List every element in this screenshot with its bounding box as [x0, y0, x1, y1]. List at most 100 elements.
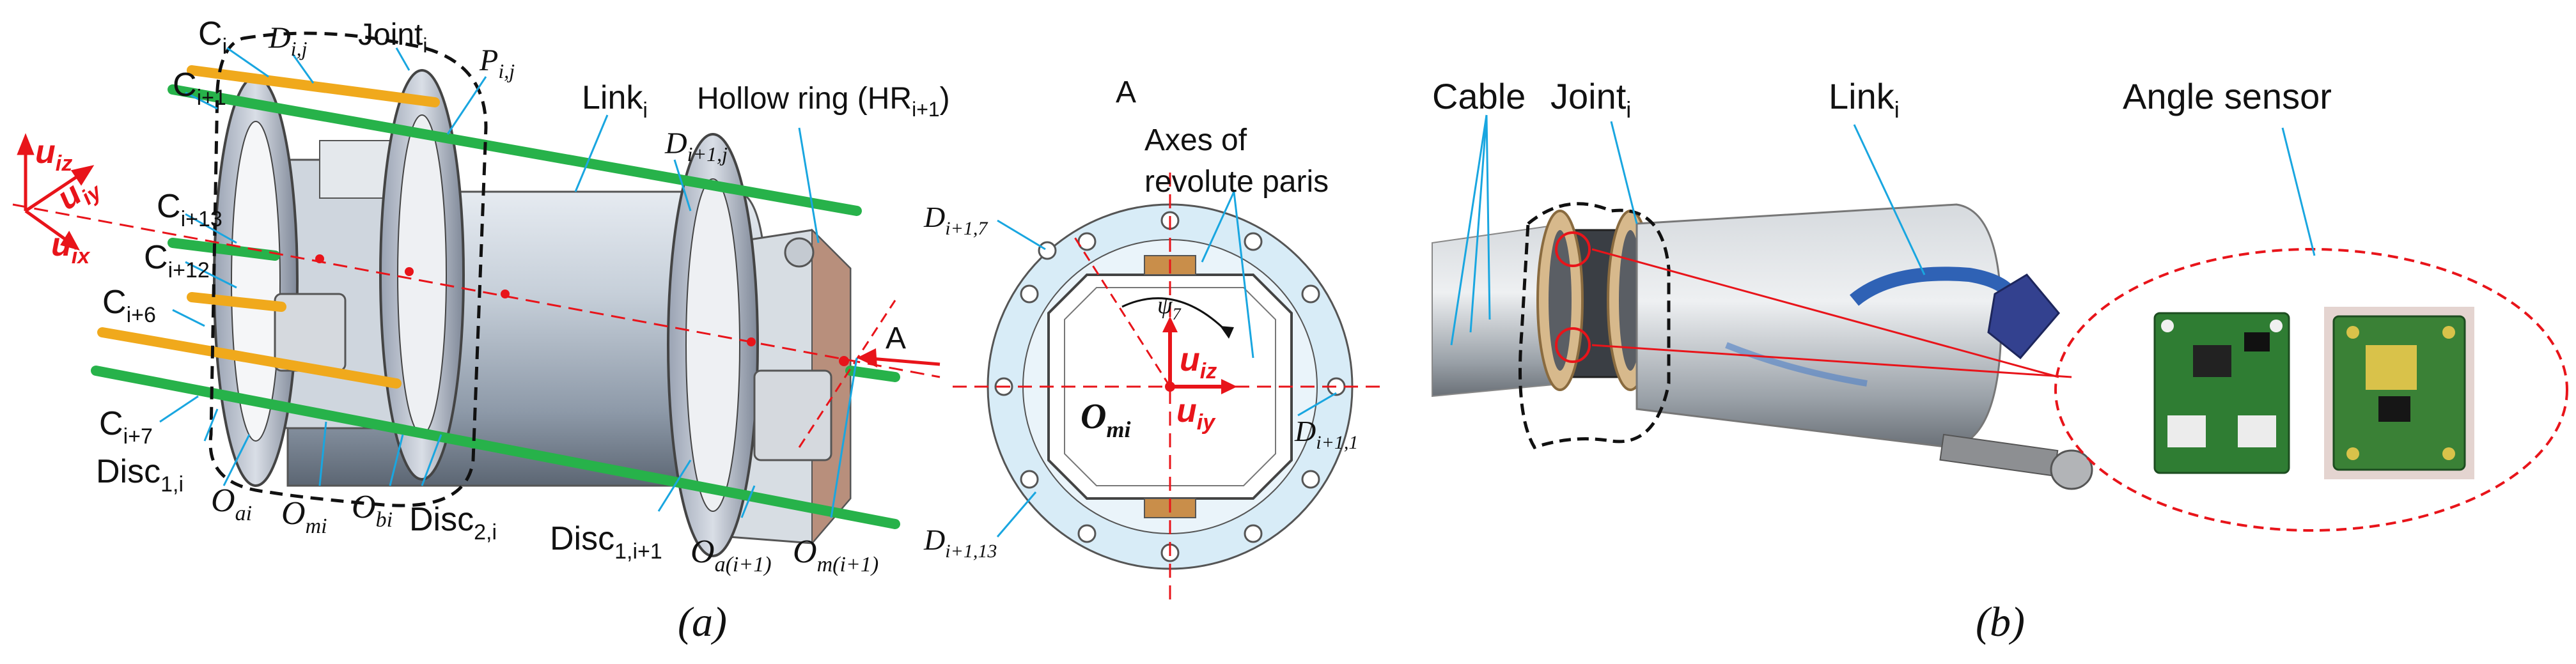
- svg-text:Linki: Linki: [582, 79, 648, 123]
- caption-a: (a): [678, 599, 727, 645]
- label-d-i1j: D: [664, 127, 687, 160]
- svg-text:uix: uix: [51, 226, 91, 268]
- psi-arc: [1121, 297, 1229, 334]
- section-view-labels: A Axes of revolute paris Di+1,7 Di+1,1 D…: [923, 75, 1358, 562]
- axes-label-line2: revolute paris: [1144, 165, 1329, 199]
- svg-text:uiy: uiy: [1176, 392, 1216, 435]
- label-d-ij: D: [268, 21, 291, 55]
- label-joint-i: Joint: [358, 18, 423, 52]
- photo-sensor-circle-2: [1555, 327, 1591, 363]
- svg-text:Omi: Omi: [1081, 397, 1130, 442]
- section-label-u-iz: u: [1180, 341, 1200, 378]
- svg-text:Ci+13: Ci+13: [157, 188, 222, 231]
- svg-text:uiz: uiz: [1180, 341, 1217, 383]
- section-label-o-mi: O: [1081, 397, 1106, 436]
- cable-c-i1: [168, 84, 862, 216]
- label-disc1-i: Disc: [96, 453, 160, 490]
- photo-sensor-circle-1: [1555, 231, 1591, 267]
- hr-connector: [784, 237, 815, 268]
- label-hollow-ring: Hollow ring (HR: [697, 82, 912, 116]
- svg-text:Oa(i+1): Oa(i+1): [691, 534, 772, 576]
- label-cable: Cable: [1432, 76, 1526, 116]
- section-axis: [798, 300, 896, 448]
- svg-text:Disc2,i: Disc2,i: [409, 501, 497, 544]
- label-disc2-i: Disc: [409, 501, 474, 538]
- svg-text:Linki: Linki: [1829, 76, 1900, 123]
- photo-link-cylinder: [1635, 203, 2002, 449]
- label-c-i: C: [198, 15, 222, 52]
- label-c-i12: C: [144, 239, 168, 276]
- section-diagonal: [1073, 236, 1171, 387]
- label-d-i11: D: [1294, 415, 1316, 447]
- joint-boundary: [208, 31, 488, 507]
- label-o-mi: O: [281, 495, 306, 532]
- label-link-i: Link: [582, 79, 643, 116]
- svg-text:uiz: uiz: [35, 134, 72, 176]
- svg-text:Oai: Oai: [211, 483, 252, 525]
- cable-c-i13: [168, 238, 280, 261]
- panel-b-labels: Cable Jointi Linki Angle sensor: [1432, 76, 2332, 123]
- disc-2-i: [379, 69, 465, 481]
- label-psi: ψ: [1157, 292, 1173, 319]
- panel-b-photo: [1432, 114, 2568, 532]
- centre-axis: [12, 203, 941, 378]
- label-u-ix: u: [51, 226, 72, 263]
- label-angle-sensor: Angle sensor: [2123, 76, 2332, 116]
- label-link: Link: [1829, 76, 1895, 116]
- photo-sensor-leader-2: [1591, 344, 2072, 378]
- photo-connector: [1987, 274, 2060, 360]
- cables: [91, 65, 900, 529]
- cable-c-i: [187, 65, 440, 107]
- photo-shaft: [1939, 433, 2059, 477]
- section-arrowhead: [857, 348, 877, 367]
- cable-c-i12: [187, 292, 286, 312]
- svg-text:Ci+1: Ci+1: [173, 66, 226, 110]
- svg-text:Pi,j: Pi,j: [479, 43, 515, 82]
- panel-a-model: [12, 31, 941, 557]
- hr-sensor-board: [753, 369, 832, 461]
- caption-b: (b): [1976, 599, 2025, 645]
- svg-text:Disc1,i+1: Disc1,i+1: [550, 520, 662, 564]
- svg-text:Di,j: Di,j: [268, 21, 308, 60]
- photo-shaft-tip: [2050, 449, 2093, 490]
- panel-a-labels: Ci Di,j Jointi Pi,j Linki Hollow ring (H…: [35, 15, 950, 576]
- svg-text:Jointi: Jointi: [358, 18, 428, 57]
- axes-label-line1: Axes of: [1144, 123, 1247, 157]
- svg-text:Di+1,j: Di+1,j: [664, 127, 728, 166]
- label-section-a: A: [886, 321, 906, 355]
- section-title: A: [1116, 75, 1136, 109]
- svg-text:Ci+6: Ci+6: [102, 284, 156, 327]
- label-disc1-i1: Disc: [550, 520, 614, 557]
- photo-joint-boundary: [1518, 202, 1671, 450]
- svg-text:Hollow ring (HRi+1): Hollow ring (HRi+1): [697, 82, 950, 121]
- disc-1-i1: [667, 133, 759, 557]
- section-callouts: [996, 191, 1337, 537]
- label-o-mi1: O: [793, 534, 817, 570]
- svg-text:Obi: Obi: [352, 489, 393, 532]
- label-c-i13: C: [157, 188, 181, 225]
- photo-sensor-leader-1: [1591, 248, 2059, 378]
- label-o-ai: O: [211, 483, 235, 519]
- section-label-u-iy: u: [1176, 392, 1197, 429]
- svg-text:Ci+12: Ci+12: [144, 239, 210, 282]
- svg-text:Di+1,13: Di+1,13: [923, 523, 997, 562]
- cable-right: [845, 366, 900, 382]
- svg-text:Di+1,7: Di+1,7: [923, 201, 988, 239]
- svg-text:Ci+7: Ci+7: [99, 405, 153, 449]
- label-d-i113: D: [923, 523, 945, 556]
- centre-points: [315, 254, 849, 366]
- cable-c-i7: [91, 366, 900, 529]
- cable-c-i6: [97, 327, 402, 389]
- svg-text:Disc1,i: Disc1,i: [96, 453, 183, 497]
- label-d-i17: D: [923, 201, 945, 233]
- callout-lines: [159, 47, 858, 518]
- label-p-ij: P: [479, 43, 498, 77]
- svg-text:ψ7: ψ7: [1157, 292, 1182, 323]
- section-view: [953, 173, 1387, 607]
- pcb-board-back: [2324, 307, 2474, 479]
- angle-sensor-callout: [2054, 248, 2568, 532]
- label-u-iz: u: [35, 134, 56, 171]
- label-c-i6: C: [102, 284, 127, 321]
- coordinate-frame: [17, 133, 95, 251]
